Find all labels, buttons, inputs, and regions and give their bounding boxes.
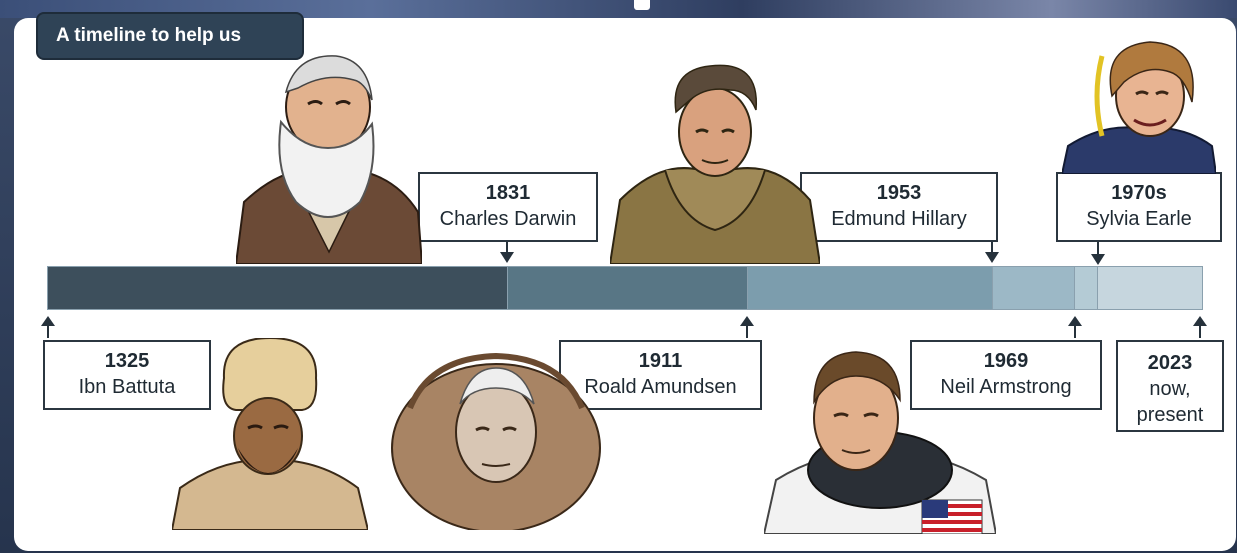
event-year: 1953 <box>876 182 922 204</box>
timeline-segment-4 <box>992 266 1075 310</box>
hillary-portrait <box>610 64 820 264</box>
arrow-up-icon <box>740 316 754 338</box>
arrow-up-icon <box>41 316 55 338</box>
arrow-up-icon <box>1193 316 1207 338</box>
event-box-charles-darwin: 1831 Charles Darwin <box>418 172 598 242</box>
armstrong-portrait <box>764 351 996 534</box>
arrow-up-icon <box>1068 316 1082 338</box>
event-name: Charles Darwin <box>439 208 577 230</box>
event-name-line1: now, <box>1149 378 1191 400</box>
event-box-ibn-battuta: 1325 Ibn Battuta <box>43 340 211 410</box>
arrow-down-icon <box>1091 242 1105 265</box>
event-name: Roald Amundsen <box>584 376 737 398</box>
arrow-down-icon <box>500 240 514 263</box>
event-year: 1325 <box>104 350 150 372</box>
event-name: Edmund Hillary <box>831 208 967 230</box>
event-year: 1911 <box>638 350 683 372</box>
timeline-segment-5 <box>1074 266 1098 310</box>
event-box-present: 2023 now, present <box>1116 340 1224 432</box>
event-year: 2023 <box>1147 352 1193 374</box>
event-year: 1831 <box>485 182 531 204</box>
event-box-neil-armstrong: 1969 Neil Armstrong <box>910 340 1102 410</box>
timeline-segment-3 <box>747 266 993 310</box>
timeline-segment-1 <box>47 266 508 310</box>
event-box-roald-amundsen: 1911 Roald Amundsen <box>559 340 762 410</box>
event-name-line2: present <box>1136 404 1204 426</box>
event-name: Ibn Battuta <box>78 376 176 398</box>
timeline-segment-6 <box>1097 266 1203 310</box>
timeline-segment-2 <box>507 266 748 310</box>
battuta-portrait <box>172 338 368 530</box>
darwin-portrait <box>236 55 422 264</box>
arrow-down-icon <box>985 240 999 263</box>
window-top-strip <box>0 0 1237 18</box>
event-box-edmund-hillary: 1953 Edmund Hillary <box>800 172 998 242</box>
amundsen-portrait <box>391 352 601 530</box>
event-year: 1970s <box>1111 182 1167 204</box>
event-year: 1969 <box>983 350 1029 372</box>
event-box-sylvia-earle: 1970s Sylvia Earle <box>1056 172 1222 242</box>
slide-title: A timeline to help us <box>36 12 304 60</box>
top-notch <box>634 0 650 10</box>
event-name: Neil Armstrong <box>940 376 1072 398</box>
earle-portrait <box>1062 41 1216 174</box>
us-flag-patch-icon <box>921 499 983 534</box>
event-name: Sylvia Earle <box>1086 208 1192 230</box>
